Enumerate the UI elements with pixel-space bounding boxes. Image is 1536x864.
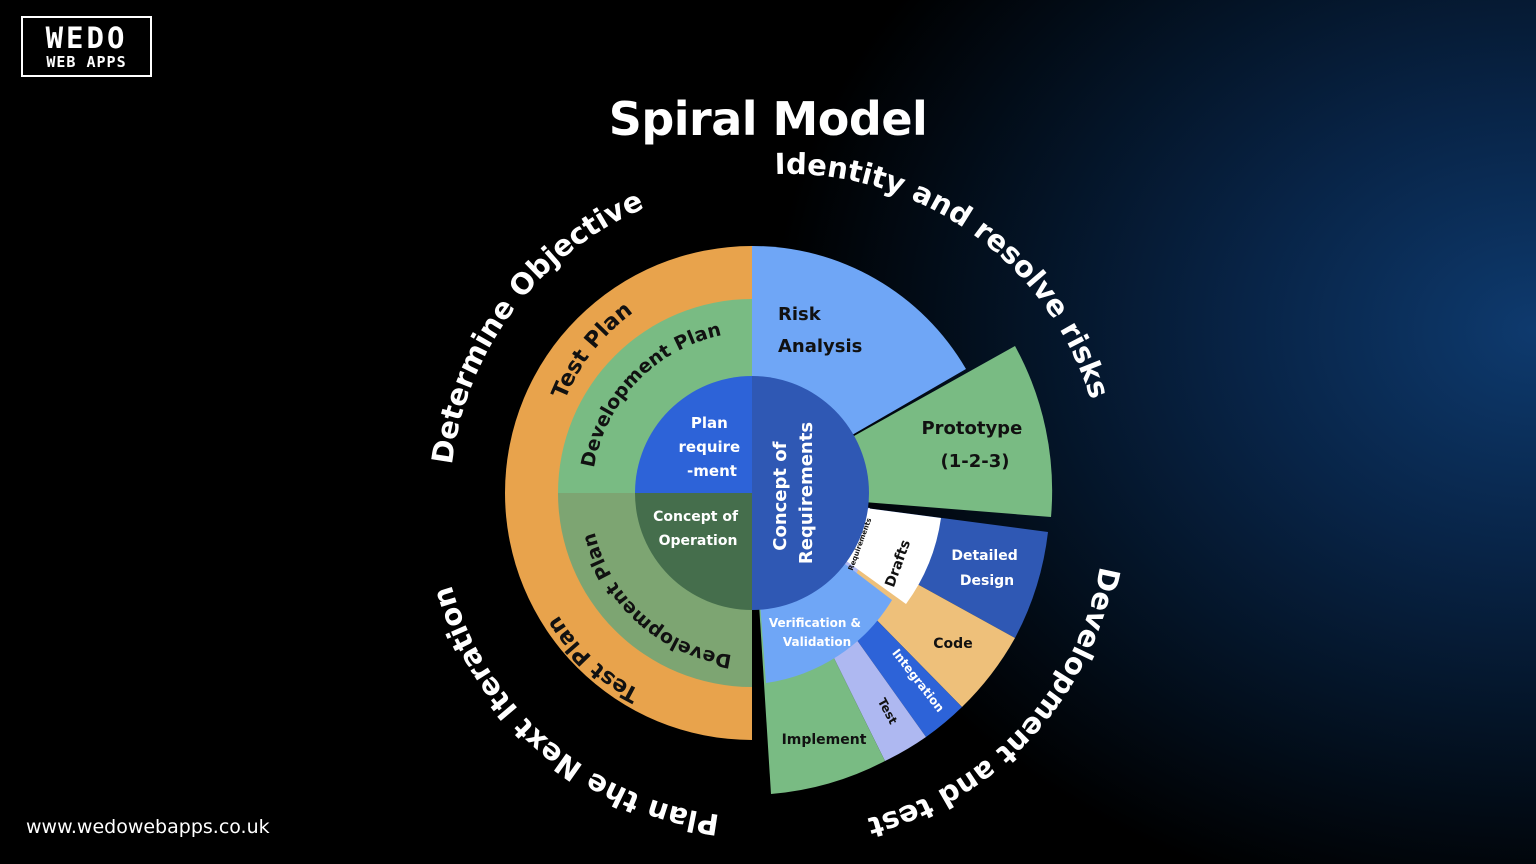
page-title: Spiral Model: [608, 92, 928, 146]
prototype-label: Prototype (1-2-3): [921, 418, 1028, 472]
code-label: Code: [933, 636, 972, 652]
concept-of-requirements-label: Concept of Requirements: [770, 422, 817, 564]
website-url: www.wedowebapps.co.uk: [26, 816, 270, 838]
plan-requirement-segment: [635, 376, 752, 493]
concept-of-requirements-segment: [752, 376, 869, 610]
implement-label: Implement: [782, 732, 867, 748]
verification-validation-label: Verification & Validation: [769, 616, 865, 649]
concept-of-operation-segment: [635, 493, 752, 610]
concept-of-operation-label: Concept of Operation: [653, 509, 743, 549]
risk-analysis-label: Risk Analysis: [778, 304, 862, 357]
plan-requirement-label: Plan require -ment: [679, 414, 746, 480]
logo-line1: WEDO: [45, 20, 128, 55]
detailed-design-label: Detailed Design: [951, 548, 1022, 589]
logo-line2: WEB APPS: [46, 52, 127, 71]
brand-logo: WEDO WEB APPS: [21, 16, 152, 77]
